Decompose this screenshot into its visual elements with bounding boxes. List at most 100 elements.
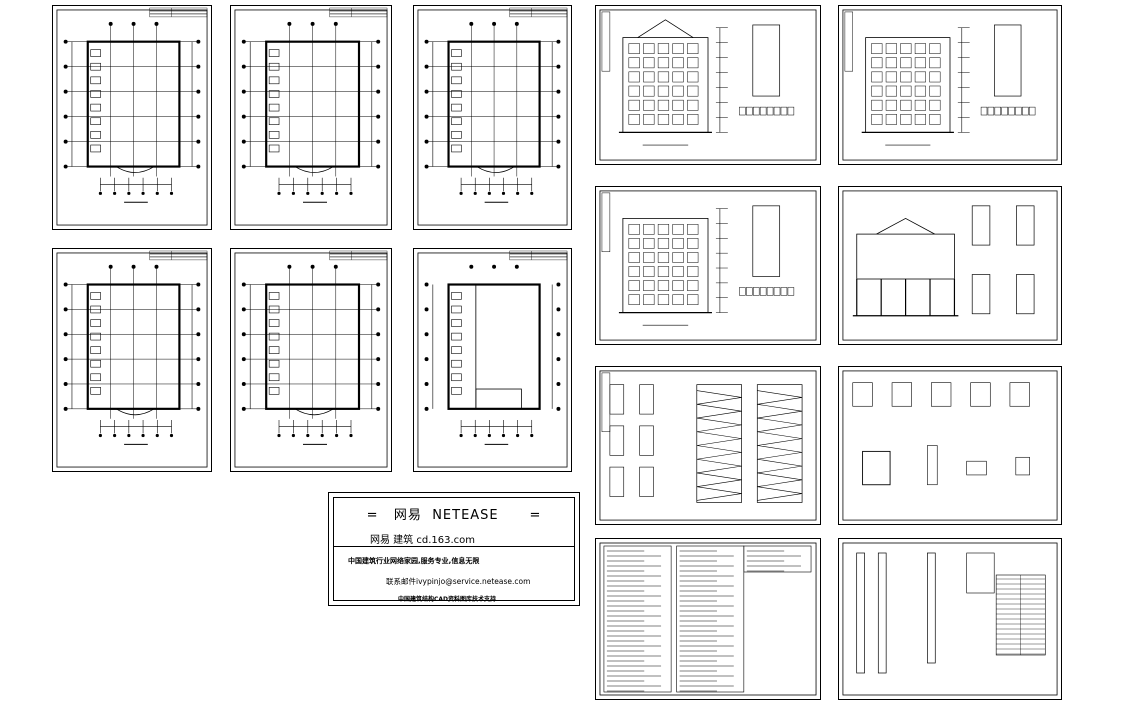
window: [643, 224, 655, 235]
room-fixture: [451, 319, 462, 327]
room-fixture: [90, 387, 101, 395]
sheet-floor-plan: [413, 5, 572, 230]
detail-window: [994, 106, 1001, 116]
notes-column: [676, 545, 745, 693]
drawing: [417, 7, 568, 226]
grid-bubble: [469, 21, 474, 26]
room-fixture: [451, 305, 462, 314]
grid-bubble: [241, 114, 246, 119]
detail-window: [787, 106, 795, 116]
window: [672, 280, 684, 291]
title-bar-row: [509, 10, 568, 15]
window-elevation: [966, 552, 995, 594]
detail-window: [1022, 106, 1029, 116]
drawing: [417, 250, 568, 468]
window: [643, 99, 655, 111]
window: [914, 85, 926, 97]
detail-window: [1008, 106, 1015, 116]
room-fixture: [268, 346, 280, 354]
wall-section: [927, 552, 936, 664]
grid-bubble: [196, 139, 201, 144]
grid-bubble: [424, 357, 429, 362]
title-bar-row: [509, 250, 568, 255]
detail-window: [766, 106, 774, 116]
grid-bubble: [63, 164, 68, 169]
window: [628, 99, 640, 111]
grid-bubble: [98, 433, 102, 438]
grid-bubble: [516, 191, 520, 195]
grid-bubble: [424, 307, 429, 312]
window: [687, 238, 699, 249]
grid-bubble: [108, 264, 113, 269]
window: [657, 224, 670, 235]
upper-floors: [856, 233, 955, 280]
sheet-front-elevation: [595, 5, 821, 165]
window: [687, 114, 699, 125]
inner-frame: [842, 9, 1058, 161]
detail-window: [746, 106, 753, 116]
grid-bubble: [424, 381, 429, 386]
title-bar-row: [329, 253, 388, 258]
detail-window: [780, 106, 788, 116]
grid-bubble: [196, 39, 201, 44]
entrance-canopy: [115, 408, 155, 416]
inner-frame: [417, 9, 568, 226]
grid-bubble: [516, 433, 520, 438]
grid-bubble: [196, 307, 201, 312]
wall-detail: [891, 382, 912, 407]
grid-bubble: [63, 332, 68, 337]
title-bar-row: [509, 256, 568, 261]
title-strip: [601, 372, 611, 433]
window: [885, 57, 897, 69]
grid-bubble: [514, 264, 519, 269]
inner-frame: [842, 190, 1058, 341]
room-fixture: [451, 292, 462, 300]
grid-bubble: [424, 89, 429, 94]
roof-block: [475, 388, 522, 410]
window: [687, 252, 699, 263]
grid-bubble: [501, 191, 506, 195]
window: [628, 252, 640, 263]
grid-bubble: [376, 282, 381, 287]
room-fixture: [268, 319, 280, 327]
joint-detail: [1015, 456, 1030, 476]
grid-bubble: [155, 191, 159, 195]
title-bar-row: [329, 7, 388, 12]
detail-window: [773, 106, 781, 116]
window: [687, 71, 699, 83]
drawing: [599, 190, 817, 341]
joint-detail: [966, 460, 987, 476]
drawing: [56, 7, 208, 226]
title-bar-row: [329, 256, 388, 261]
grid-bubble: [241, 381, 246, 386]
window: [643, 43, 655, 54]
grid-bubble: [131, 21, 136, 26]
grid-bubble: [376, 39, 381, 44]
title-bar-row: [329, 250, 388, 255]
wall-section: [994, 24, 1022, 97]
grid-bubble: [556, 332, 561, 337]
info-divider: [334, 546, 574, 547]
grid-bubble: [530, 191, 534, 195]
grid-bubble: [155, 433, 159, 438]
grid-bubble: [424, 114, 429, 119]
room-fixture: [268, 387, 280, 395]
wall-section: [752, 205, 781, 277]
notes-column: [743, 545, 812, 573]
room-fixture: [90, 346, 101, 354]
wall-detail: [852, 382, 873, 407]
window: [628, 114, 640, 125]
drawing: [842, 542, 1058, 696]
grid-bubble: [127, 433, 131, 438]
title-bar-row: [149, 7, 208, 12]
grid-bubble: [349, 191, 353, 195]
title-strip: [601, 192, 611, 253]
grid-bubble: [556, 164, 561, 169]
window: [871, 85, 883, 97]
sheet-floor-plan: [52, 248, 212, 472]
grid-bubble: [196, 282, 201, 287]
window: [643, 252, 655, 263]
grid-bubble: [424, 164, 429, 169]
grid-bubble: [154, 21, 159, 26]
grid-bubble: [196, 406, 201, 411]
